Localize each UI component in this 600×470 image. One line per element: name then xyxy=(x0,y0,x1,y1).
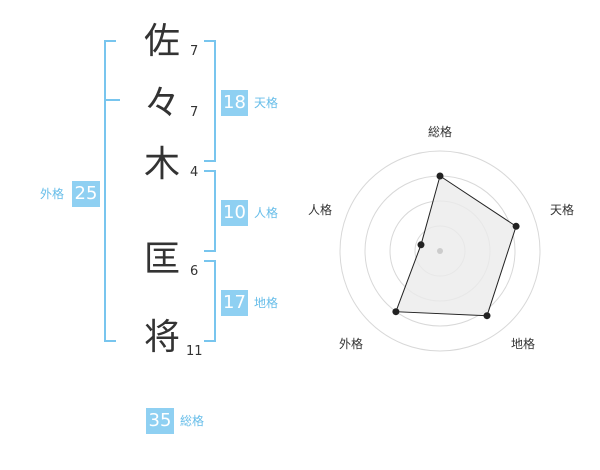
radar-point-1 xyxy=(436,172,444,180)
tenkaku-bracket xyxy=(204,40,216,162)
soukaku-label: 総格 xyxy=(180,414,205,428)
radar-area xyxy=(395,175,517,317)
radar-axis-label-soukaku: 総格 xyxy=(428,125,453,139)
soukaku-badge: 35 xyxy=(146,408,174,434)
radar-point-5 xyxy=(417,241,425,249)
radar-axis-label-gaikaku: 外格 xyxy=(339,337,364,351)
chikaku-bracket xyxy=(204,260,216,342)
radar-axis-label-tenkaku: 天格 xyxy=(550,203,575,217)
gaikaku-bracket xyxy=(104,40,116,342)
name-char-2: 々 xyxy=(143,83,180,124)
name-char-5: 将 xyxy=(143,317,180,358)
gaikaku-badge: 25 xyxy=(72,181,100,207)
stroke-count-5: 11 xyxy=(186,344,203,359)
tenkaku-label: 天格 xyxy=(254,96,279,110)
stroke-count-2: 7 xyxy=(190,105,199,120)
name-char-3: 木 xyxy=(143,144,180,185)
stroke-count-1: 7 xyxy=(190,44,199,59)
radar-ring xyxy=(339,150,541,352)
name-char-4: 匡 xyxy=(143,239,180,280)
radar-point-2 xyxy=(512,222,520,230)
gaikaku-label: 外格 xyxy=(40,187,65,201)
jinkaku-label: 人格 xyxy=(254,206,279,220)
radar-axis-label-chikaku: 地格 xyxy=(511,337,536,351)
chikaku-badge: 17 xyxy=(221,290,248,316)
jinkaku-bracket xyxy=(204,170,216,252)
chikaku-label: 地格 xyxy=(254,296,279,310)
stroke-count-4: 6 xyxy=(190,264,199,279)
radar-center-dot xyxy=(437,248,443,254)
gaikaku-bracket-tick xyxy=(104,99,120,101)
name-char-1: 佐 xyxy=(143,21,180,62)
radar-point-4 xyxy=(392,308,400,316)
radar-point-3 xyxy=(483,312,491,320)
tenkaku-badge: 18 xyxy=(221,90,248,116)
radar-points xyxy=(392,172,520,320)
stroke-count-3: 4 xyxy=(190,165,199,180)
jinkaku-badge: 10 xyxy=(221,200,248,226)
radar-axis-label-jinkaku: 人格 xyxy=(308,203,333,217)
